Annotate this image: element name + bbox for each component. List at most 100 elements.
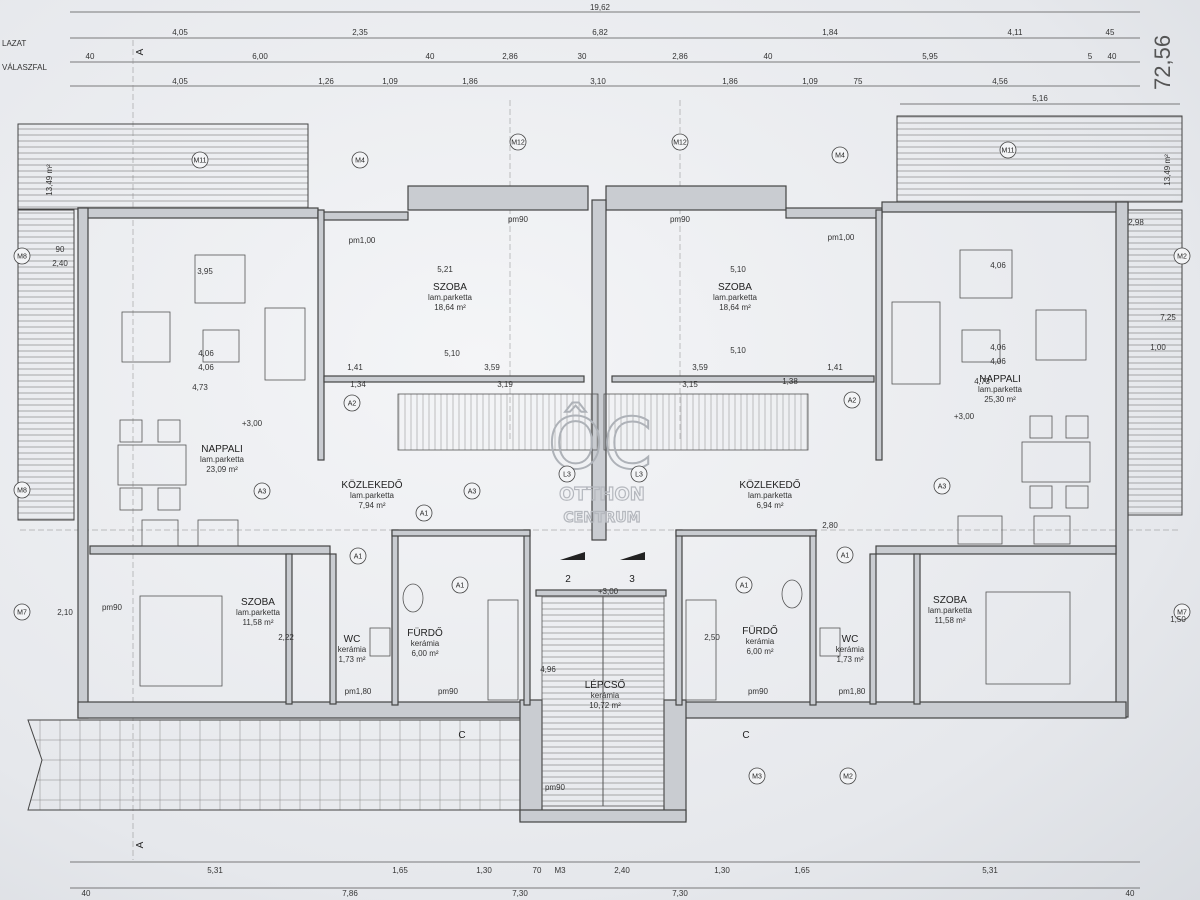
dimension-label: 4,73 <box>974 377 990 386</box>
dimension-label: 4,73 <box>192 383 208 392</box>
room-area: 11,58 m² <box>935 616 966 625</box>
door-tag-circle <box>735 576 753 594</box>
dimension-label: 1,41 <box>827 363 843 372</box>
stair-marker: 2 <box>565 574 571 585</box>
door-tag-label: A2 <box>848 398 857 405</box>
inner-dimension: 1,50 <box>1170 615 1186 624</box>
door-tag-circle <box>351 151 369 169</box>
room-area: 18,64 m² <box>434 303 466 312</box>
dimension-label: 1,09 <box>382 77 398 86</box>
door-tag-circle <box>13 247 31 265</box>
section-marker-c: C <box>458 730 465 741</box>
dimension-label: 4,06 <box>198 363 214 372</box>
door-tag-circle <box>509 133 527 151</box>
door-tag-label: A1 <box>740 583 749 590</box>
interior-walls <box>89 199 1117 706</box>
dimension-label: M3 <box>554 866 566 875</box>
dimension-label: 5,10 <box>730 265 746 274</box>
side-label: VÁLASZFAL <box>2 63 47 72</box>
dimension-label: 7,30 <box>512 889 528 898</box>
room-finish: lam.parketta <box>713 293 758 302</box>
room-name: SZOBA <box>933 595 967 606</box>
door-tag-label: M4 <box>355 158 365 165</box>
room-name: SZOBA <box>433 282 467 293</box>
dimension-label: 2,86 <box>502 52 518 61</box>
inner-dimension: 1,00 <box>1150 343 1166 352</box>
room-area: 6,00 m² <box>411 649 438 658</box>
room-area: 25,30 m² <box>984 395 1016 404</box>
dimension-label: 5,10 <box>730 346 746 355</box>
door-tag-circle <box>451 576 469 594</box>
dimension-label: 75 <box>854 77 863 86</box>
door-tag-label: M12 <box>673 140 687 147</box>
room-name: KÖZLEKEDŐ <box>341 477 402 491</box>
door-tag-label: A1 <box>456 583 465 590</box>
dimension-label: 40 <box>426 52 435 61</box>
room-finish: lam.parketta <box>236 608 281 617</box>
room-finish: kerámia <box>746 637 775 646</box>
door-tag-circle <box>933 477 951 495</box>
dimension-label: 3,95 <box>197 267 213 276</box>
balcony-top-left <box>17 123 309 210</box>
door-tag-label: A1 <box>420 511 429 518</box>
dimension-label: 5,95 <box>922 52 938 61</box>
dimension-label: 1,41 <box>347 363 363 372</box>
door-tag-label: M11 <box>1001 148 1014 155</box>
door-tag-circle <box>558 465 576 483</box>
door-tag-label: A1 <box>841 553 850 560</box>
room-finish: kerámia <box>591 691 620 700</box>
door-tag-circle <box>191 151 209 169</box>
dimension-label: 4,06 <box>990 357 1006 366</box>
dimension-label: 4,11 <box>1008 28 1024 37</box>
door-tag-circle <box>839 767 857 785</box>
balcony-left <box>17 209 75 521</box>
inner-dimension: 4,96 <box>540 665 556 674</box>
dimension-label: 40 <box>1126 889 1135 898</box>
door-tag-label: M4 <box>835 153 845 160</box>
door-tag-circle <box>13 603 31 621</box>
door-tag-label: A3 <box>468 489 477 496</box>
balcony-area: 13,49 m² <box>45 164 54 196</box>
inner-dimension: pm90 <box>748 687 769 696</box>
door-tag-circle <box>836 546 854 564</box>
door-tag-label: M7 <box>1177 610 1187 617</box>
room-area: 1,73 m² <box>338 655 365 664</box>
inner-dimension: 2,40 <box>52 259 68 268</box>
inner-dimension: pm90 <box>545 783 566 792</box>
dimension-label: 4,56 <box>992 77 1008 86</box>
dimension-label: 3,59 <box>484 363 500 372</box>
inner-dimension: pm1,00 <box>828 233 855 242</box>
dimension-label: 4,06 <box>990 261 1006 270</box>
svg-text:CENTRUM: CENTRUM <box>563 510 640 526</box>
door-tag-label: M7 <box>17 610 27 617</box>
door-tag-label: M12 <box>511 140 525 147</box>
side-label: LAZAT <box>2 39 26 48</box>
dimension-label: 1,86 <box>722 77 738 86</box>
section-marker-a: A <box>135 48 146 55</box>
inner-dimension: 7,25 <box>1160 313 1176 322</box>
inner-dimension: 90 <box>56 245 65 254</box>
dimension-label: 1,86 <box>462 77 478 86</box>
door-tag-label: L3 <box>635 472 643 479</box>
dimension-label: 1,34 <box>350 380 366 389</box>
room-area: 1,73 m² <box>836 655 863 664</box>
room-finish: kerámia <box>411 639 440 648</box>
dimension-label: 70 <box>533 866 542 875</box>
dimension-label: 1,09 <box>802 77 818 86</box>
door-tag-label: M3 <box>752 774 762 781</box>
dimension-label: 1,65 <box>794 866 810 875</box>
exterior-walls <box>77 185 1129 823</box>
dimension-label: 5,31 <box>982 866 998 875</box>
door-tag-circle <box>253 482 271 500</box>
room-area: 6,00 m² <box>746 647 773 656</box>
dimension-label: 5,10 <box>444 349 460 358</box>
dimension-label: 7,30 <box>672 889 688 898</box>
door-tag-circle <box>630 465 648 483</box>
dimension-label: 1,65 <box>392 866 408 875</box>
level-mark: +3,00 <box>242 419 263 428</box>
door-tag-circle <box>831 146 849 164</box>
door-tag-label: M8 <box>17 254 27 261</box>
